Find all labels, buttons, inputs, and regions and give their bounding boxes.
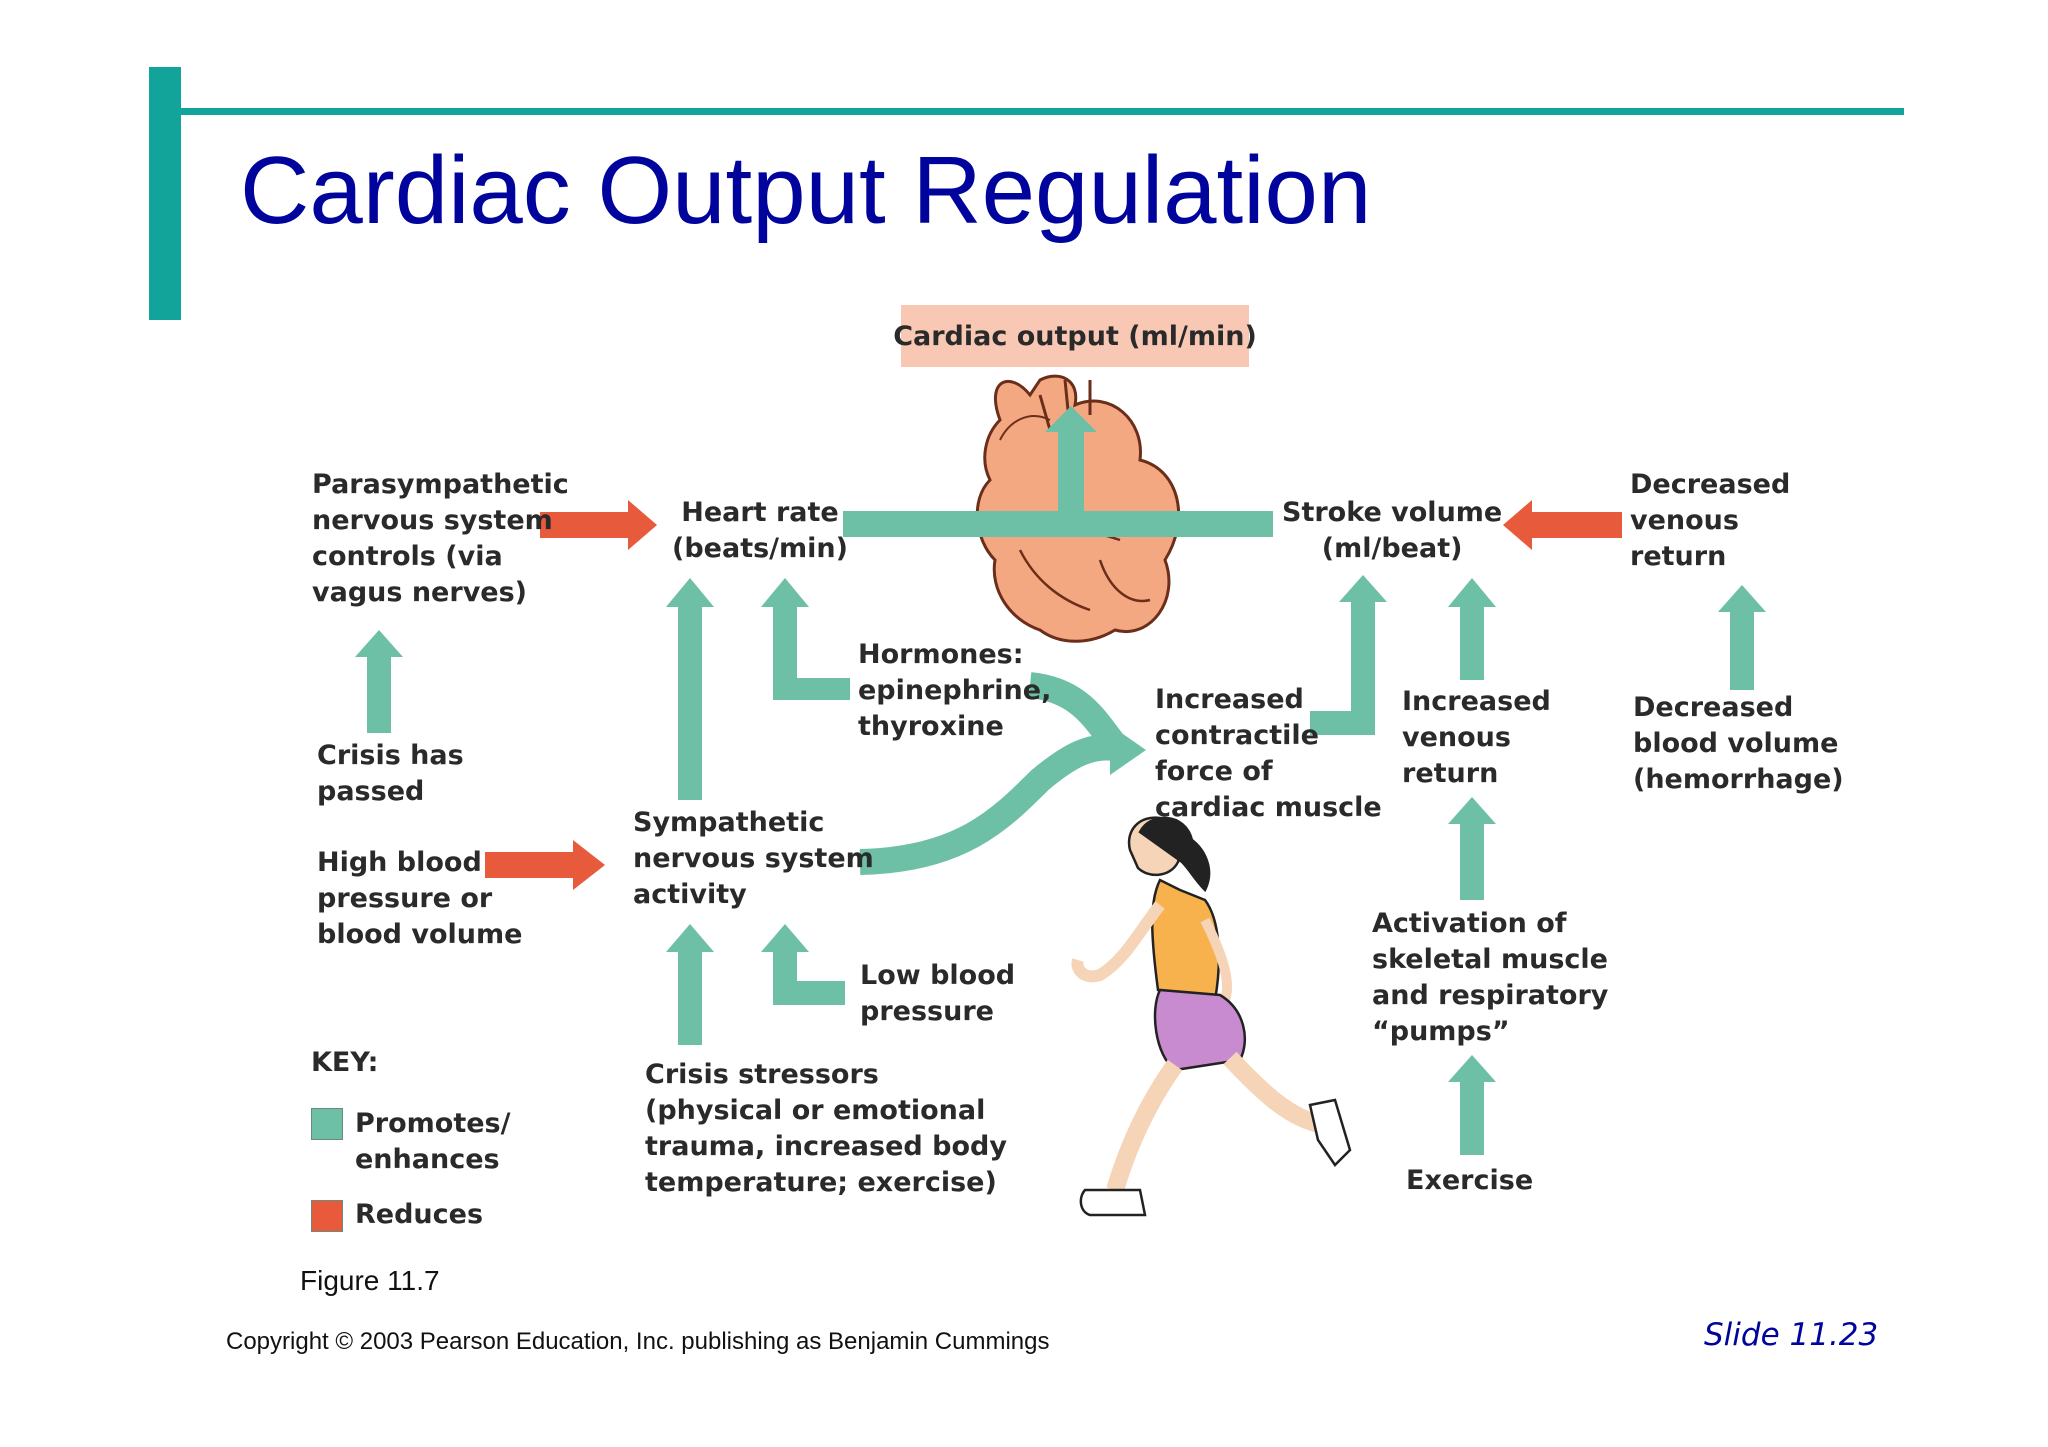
stroke-volume-label: Stroke volume (ml/beat) xyxy=(1282,497,1503,564)
hormones-to-hr-head xyxy=(761,578,809,607)
exercise-to-pumps-shaft xyxy=(1460,1080,1484,1155)
to-cardiac-output-shaft xyxy=(1058,430,1084,515)
cardiac-output-box: Cardiac output (ml/min) xyxy=(893,305,1257,367)
dbv-arrow-head xyxy=(1718,585,1766,612)
accent-bar-horizontal xyxy=(181,108,1904,115)
contractile-to-sv-head xyxy=(1339,575,1387,602)
heart-rate-label: Heart rate (beats/min) xyxy=(672,497,848,564)
dvr-arrow-head xyxy=(1503,500,1532,550)
highbp-arrow-shaft xyxy=(485,852,575,878)
crisis-stressors-label: Crisis stressors (physical or emotional … xyxy=(645,1059,1007,1198)
high-bp-label: High blood pressure or blood volume xyxy=(317,847,523,950)
hr-sv-connector xyxy=(843,511,1273,537)
accent-bar-vertical xyxy=(149,67,181,320)
cardiac-output-label: Cardiac output (ml/min) xyxy=(893,320,1257,352)
ivr-to-sv-shaft xyxy=(1460,605,1484,680)
increased-venous-return-label: Increased venous return xyxy=(1402,686,1551,789)
hormones-to-hr-arrow xyxy=(773,605,850,700)
to-cardiac-output-arrowhead xyxy=(1045,406,1097,432)
crisis-passed-arrow-shaft xyxy=(367,655,391,733)
runner-illustration xyxy=(1071,816,1352,1217)
highbp-arrow-head xyxy=(573,840,605,890)
ivr-to-sv-head xyxy=(1448,578,1496,607)
hormones-label: Hormones: epinephrine, thyroxine xyxy=(858,639,1052,742)
symp-to-contractile-arrow xyxy=(859,734,1117,875)
exercise-to-pumps-head xyxy=(1448,1055,1496,1082)
decreased-blood-volume-label: Decreased blood volume (hemorrhage) xyxy=(1633,692,1844,795)
parasym-arrow-shaft xyxy=(540,512,630,538)
lowbp-to-symp-head xyxy=(761,924,809,952)
sympathetic-label: Sympathetic nervous system activity xyxy=(633,807,874,910)
lowbp-to-symp-arrow xyxy=(773,950,845,1005)
key-reduces-label: Reduces xyxy=(355,1199,484,1230)
parasym-arrow-head xyxy=(628,500,657,550)
copyright-text: Copyright © 2003 Pearson Education, Inc.… xyxy=(226,1328,1050,1355)
decreased-venous-return-label: Decreased venous return xyxy=(1630,469,1791,572)
key-heading: KEY: xyxy=(311,1047,379,1078)
contractile-arrow-head xyxy=(1110,725,1146,775)
pumps-to-ivr-head xyxy=(1448,797,1496,824)
page-title: Cardiac Output Regulation xyxy=(240,137,1372,244)
contractile-to-sv-arrow xyxy=(1310,600,1375,735)
stressors-to-symp-shaft xyxy=(678,950,702,1045)
figure-label: Figure 11.7 xyxy=(300,1265,440,1296)
activation-pumps-label: Activation of skeletal muscle and respir… xyxy=(1372,908,1609,1047)
crisis-passed-arrow-head xyxy=(355,630,403,657)
symp-to-hr-shaft xyxy=(678,605,702,800)
pumps-to-ivr-shaft xyxy=(1460,822,1484,900)
key-reduces-swatch xyxy=(311,1200,343,1232)
increased-contractile-label: Increased contractile force of cardiac m… xyxy=(1155,684,1382,823)
dvr-arrow-shaft xyxy=(1530,512,1622,538)
key-promotes-label: Promotes/ enhances xyxy=(355,1108,511,1175)
key-promotes-swatch xyxy=(311,1108,343,1140)
slide-number: Slide 11.23 xyxy=(1704,1317,1879,1353)
stressors-to-symp-head xyxy=(666,924,714,952)
parasympathetic-label: Parasympathetic nervous system controls … xyxy=(312,469,569,608)
symp-to-hr-head xyxy=(666,578,714,607)
dbv-arrow-shaft xyxy=(1730,610,1754,690)
low-bp-label: Low blood pressure xyxy=(860,960,1016,1027)
exercise-label: Exercise xyxy=(1406,1165,1534,1196)
crisis-passed-label: Crisis has passed xyxy=(317,740,464,807)
